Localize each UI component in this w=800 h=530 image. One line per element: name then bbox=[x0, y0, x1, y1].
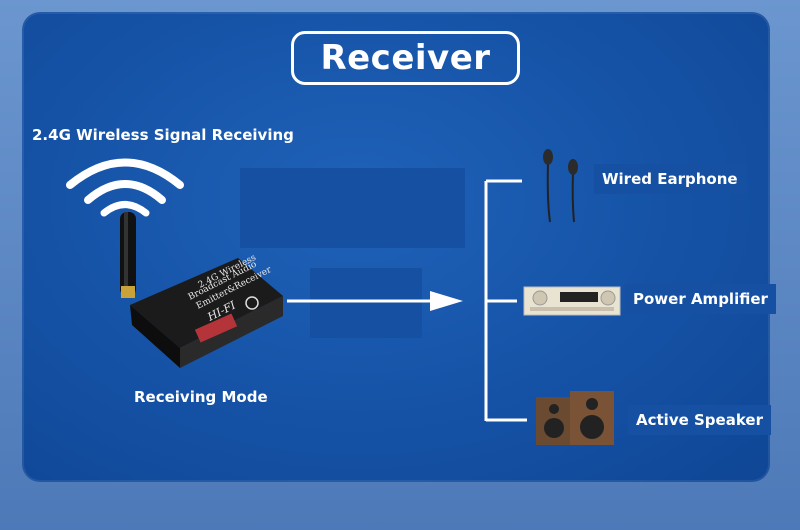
title-box: Receiver bbox=[291, 31, 520, 85]
branch-lines bbox=[484, 179, 527, 422]
blank-caption-box-small bbox=[310, 268, 422, 338]
blank-caption-box bbox=[240, 168, 465, 248]
receiver-device-icon bbox=[120, 212, 283, 368]
speaker-icon bbox=[536, 391, 614, 445]
earphone-icon bbox=[543, 149, 578, 223]
main-arrow bbox=[287, 291, 463, 311]
output-label-amplifier: Power Amplifier bbox=[625, 284, 776, 314]
wifi-signal-icon bbox=[66, 158, 184, 217]
mode-label: Receiving Mode bbox=[134, 388, 268, 406]
page-title: Receiver bbox=[320, 38, 491, 78]
output-label-speaker: Active Speaker bbox=[628, 405, 771, 435]
output-label-earphone: Wired Earphone bbox=[594, 164, 746, 194]
signal-label: 2.4G Wireless Signal Receiving bbox=[32, 126, 294, 144]
amplifier-icon bbox=[523, 286, 621, 316]
